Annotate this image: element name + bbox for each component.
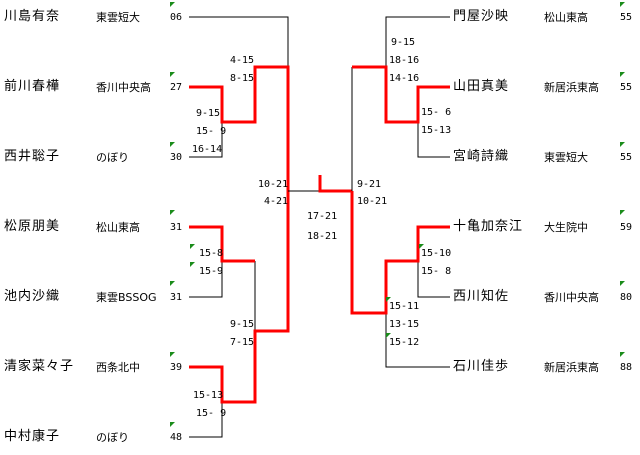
match-score: 10-21	[258, 179, 289, 190]
seed-flag-icon	[170, 142, 175, 147]
seed-flag-icon	[620, 281, 625, 286]
match-score: 10-21	[357, 196, 388, 207]
player-name: 西井聡子	[4, 149, 61, 164]
player-seed: 59	[620, 222, 633, 233]
player-seed: 55	[620, 82, 633, 93]
bracket-line-winner	[350, 191, 450, 315]
player-name: 門屋沙映	[453, 9, 510, 24]
seed-flag-icon	[620, 210, 625, 215]
bracket-line-loser	[189, 122, 223, 158]
player-team: 松山東高	[544, 11, 588, 24]
player-seed: 30	[170, 152, 183, 163]
match-score: 16-14	[192, 144, 223, 155]
seed-flag-icon	[620, 2, 625, 7]
bracket-line-winner	[189, 65, 290, 191]
bracket-line-winner	[189, 225, 255, 263]
player-name: 川島有奈	[4, 9, 61, 24]
match-score: 15-8	[199, 248, 224, 259]
player-team: 東雲BSSOG	[96, 291, 157, 304]
match-score: 4-15	[230, 55, 255, 66]
player-name: 中村康子	[4, 429, 61, 444]
bracket-line-winner	[352, 65, 450, 124]
player-seed: 80	[620, 292, 633, 303]
match-score: 15- 9	[196, 126, 227, 137]
player-team: 東雲短大	[544, 151, 588, 164]
player-seed: 39	[170, 362, 183, 373]
player-name: 石川佳歩	[453, 359, 510, 374]
bracket-line-loser	[385, 16, 450, 67]
bracket-line-loser	[417, 261, 450, 298]
match-score: 4-21	[264, 196, 289, 207]
player-team: 新居浜東高	[544, 81, 599, 94]
player-team: 大生院中	[544, 221, 588, 234]
player-team: のぼり	[96, 431, 129, 444]
match-score: 9-21	[357, 179, 382, 190]
match-score: 15-10	[421, 248, 452, 259]
seed-flag-icon	[170, 422, 175, 427]
player-team: のぼり	[96, 151, 129, 164]
player-team: 香川中央高	[544, 291, 599, 304]
seed-flag-icon	[170, 72, 175, 77]
match-score: 15- 9	[196, 408, 227, 419]
player-team: 西条北中	[96, 361, 140, 374]
bracket-line-loser	[385, 313, 450, 368]
player-team: 新居浜東高	[544, 361, 599, 374]
player-seed: 88	[620, 362, 633, 373]
seed-flag-icon	[170, 281, 175, 286]
seed-flag-icon	[419, 244, 424, 249]
match-score: 8-15	[230, 73, 255, 84]
seed-flag-icon	[190, 244, 195, 249]
seed-flag-icon	[620, 72, 625, 77]
player-name: 池内沙織	[4, 289, 61, 304]
match-score: 15- 8	[421, 266, 452, 277]
player-seed: 48	[170, 432, 183, 443]
seed-flag-icon	[620, 352, 625, 357]
seed-flag-icon	[190, 262, 195, 267]
match-score: 15-13	[193, 390, 224, 401]
player-name: 宮崎詩織	[453, 149, 510, 164]
player-name: 西川知佐	[453, 289, 510, 304]
player-seed: 55	[620, 152, 633, 163]
match-score: 15-12	[389, 337, 420, 348]
match-score: 9-15	[230, 319, 255, 330]
match-score: 15-11	[389, 301, 420, 312]
player-name: 十亀加奈江	[453, 219, 524, 234]
bracket-line-loser	[417, 122, 450, 158]
seed-flag-icon	[170, 352, 175, 357]
bracket-line-winner	[189, 191, 290, 404]
player-team: 香川中央高	[96, 81, 151, 94]
player-name: 清家菜々子	[4, 359, 75, 374]
match-score: 15- 6	[421, 107, 452, 118]
bracket-line-loser	[189, 261, 223, 298]
player-seed: 27	[170, 82, 183, 93]
seed-flag-icon	[386, 297, 391, 302]
player-seed: 31	[170, 292, 183, 303]
player-seed: 31	[170, 222, 183, 233]
bracket-line-loser	[189, 16, 289, 67]
player-name: 前川春樺	[4, 79, 61, 94]
bracket-line-winner	[318, 175, 352, 193]
player-name: 松原朋美	[4, 219, 61, 234]
match-score: 15-9	[199, 266, 224, 277]
match-score: 18-16	[389, 55, 420, 66]
match-score: 7-15	[230, 337, 255, 348]
player-team: 東雲短大	[96, 11, 140, 24]
seed-flag-icon	[386, 333, 391, 338]
player-seed: 06	[170, 12, 183, 23]
final-score: 17-21	[307, 211, 338, 222]
seed-flag-icon	[620, 142, 625, 147]
bracket-line-loser	[189, 402, 223, 438]
seed-flag-icon	[170, 210, 175, 215]
final-score: 18-21	[307, 231, 338, 242]
player-name: 山田真美	[453, 79, 510, 94]
seed-flag-icon	[170, 2, 175, 7]
player-seed: 55	[620, 12, 633, 23]
player-team: 松山東高	[96, 221, 140, 234]
match-score: 9-15	[196, 108, 221, 119]
match-score: 14-16	[389, 73, 420, 84]
match-score: 15-13	[421, 125, 452, 136]
match-score: 9-15	[391, 37, 416, 48]
match-score: 13-15	[389, 319, 420, 330]
